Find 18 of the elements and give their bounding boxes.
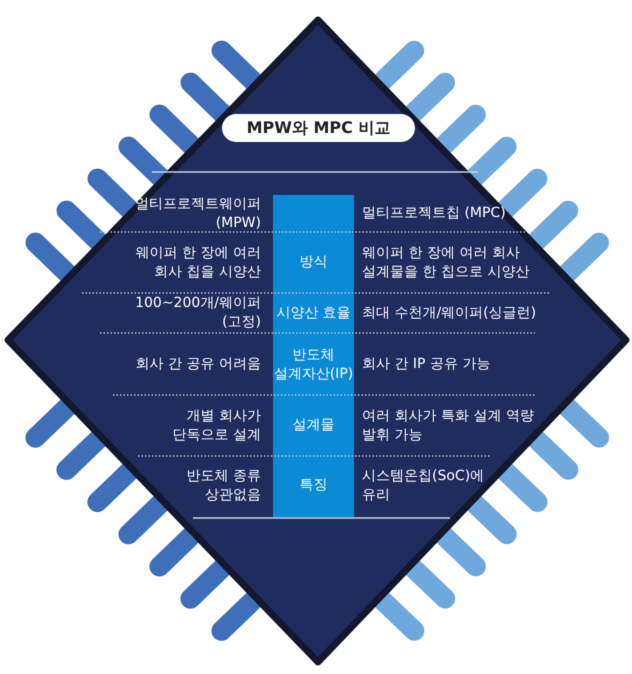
- table-cell: 회사 간 IP 공유 가능: [362, 355, 490, 374]
- row-header: 반도체 설계자산(IP): [273, 346, 354, 384]
- row-header: 방식: [300, 253, 328, 272]
- table-cell: 최대 수천개/웨이퍼(싱글런): [362, 304, 536, 322]
- title-pill: MPW와 MPC 비교: [222, 114, 415, 142]
- row-header: 시양산 효율: [276, 304, 351, 322]
- table-cell: 회사 간 공유 어려움: [136, 355, 261, 374]
- table-cell-text: 웨이퍼 한 장에 여러 회사 칩을 시양산: [134, 244, 261, 282]
- row-header: 특징: [300, 476, 328, 495]
- table-cell: 멀티프로젝트칩 (MPC): [362, 204, 506, 223]
- table-cell-text: 개별 회사가 단독으로 설계: [172, 406, 261, 444]
- row-header: 설계물: [292, 416, 334, 435]
- table-cell-text: 반도체 종류 상관없음: [186, 466, 261, 504]
- table-cell-text: 웨이퍼 한 장에 여러 회사 설계물을 한 칩으로 시양산: [362, 244, 530, 282]
- table-cell-text: 멀티프로젝트웨이퍼 (MPW): [134, 194, 261, 232]
- table-cell-text: 시스템온칩(SoC)에 유리: [362, 466, 486, 504]
- table-cell-text: 100~200개/웨이퍼(고정): [134, 294, 261, 332]
- table-cell-text: 여러 회사가 특화 설계 역량 발휘 가능: [362, 406, 535, 444]
